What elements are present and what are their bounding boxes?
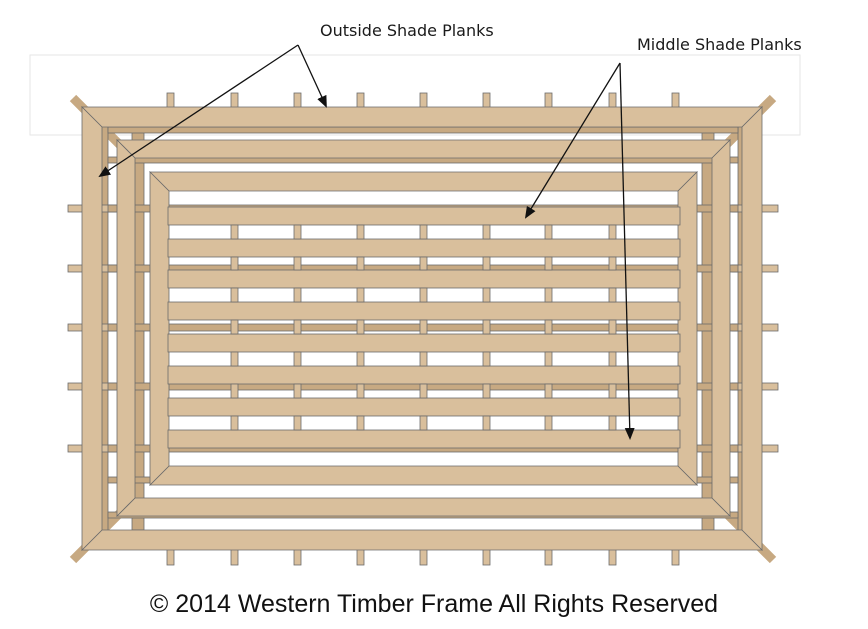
inner-frame-plank-right-plank xyxy=(677,171,698,486)
outside-plank-arrow-left xyxy=(98,44,299,178)
rafter-segment xyxy=(608,224,617,240)
middle-plank-arrow-lower xyxy=(619,62,635,440)
rafter-segment xyxy=(482,383,491,399)
rafter-segment xyxy=(293,351,302,367)
outside-shade-plank-left-plank xyxy=(81,106,103,551)
inner-frame-plank-left-plank xyxy=(149,171,170,486)
rafter-segment xyxy=(230,287,239,303)
rafter-segment xyxy=(608,415,617,431)
rafter-segment xyxy=(482,224,491,240)
rafter-segment xyxy=(608,256,617,271)
rafter-segment xyxy=(356,383,365,399)
rafter-segment xyxy=(356,224,365,240)
rafter-segment xyxy=(482,256,491,271)
inner-shade-plank-frame xyxy=(149,171,698,486)
middle-shade-plank xyxy=(167,301,681,321)
rafter-segment xyxy=(544,287,553,303)
outside-shade-plank-top-plank xyxy=(81,106,763,128)
middle-shade-planks-label: Middle Shade Planks xyxy=(637,35,802,54)
inner-frame-plank-bottom-plank xyxy=(149,465,698,486)
copyright-notice: © 2014 Western Timber Frame All Rights R… xyxy=(149,590,719,618)
rafter-segment xyxy=(608,351,617,367)
middle-shade-plank xyxy=(167,365,681,385)
outside-shade-plank-frame xyxy=(81,106,763,551)
long-rafter xyxy=(107,126,739,134)
rafter-segment xyxy=(419,319,428,335)
middle-shade-plank xyxy=(167,333,681,353)
middle-shade-plank-left-plank xyxy=(116,139,136,517)
rafter-segment xyxy=(419,415,428,431)
middle-shade-plank-frame xyxy=(116,139,731,517)
rafter-segment xyxy=(356,415,365,431)
rafter-segment xyxy=(482,287,491,303)
rafter-segment xyxy=(293,319,302,335)
rafter-segment xyxy=(482,351,491,367)
rafter-segment xyxy=(356,287,365,303)
inner-frame-plank-top-plank xyxy=(149,171,698,192)
rafter-segment xyxy=(608,319,617,335)
rafter-segment xyxy=(608,287,617,303)
middle-shade-plank xyxy=(167,269,681,289)
rafter-segment xyxy=(230,256,239,271)
rafter-segment xyxy=(482,319,491,335)
middle-plank-arrow-upper xyxy=(524,62,621,219)
rafter-segment xyxy=(293,287,302,303)
background-frame xyxy=(29,54,801,136)
rafter-segment xyxy=(419,383,428,399)
rafter-segment xyxy=(230,224,239,240)
middle-shade-plank-top-plank xyxy=(116,139,731,159)
rafter-segment xyxy=(230,319,239,335)
middle-shade-plank xyxy=(167,429,681,449)
rafter-segment xyxy=(230,415,239,431)
rafter-segment xyxy=(419,224,428,240)
outside-shade-planks-label: Outside Shade Planks xyxy=(320,21,494,40)
rafter-segment xyxy=(356,256,365,271)
rafter-segment xyxy=(293,224,302,240)
rafter-segment xyxy=(544,351,553,367)
rafter-segment xyxy=(230,383,239,399)
middle-shade-plank xyxy=(167,397,681,417)
inner-shade-planks xyxy=(167,206,681,449)
rafter-segment xyxy=(544,224,553,240)
rafter-segment xyxy=(419,256,428,271)
rafter-segment xyxy=(419,287,428,303)
rafter-segment xyxy=(230,351,239,367)
rafter-segment xyxy=(544,256,553,271)
rafter-segment xyxy=(482,415,491,431)
outside-plank-arrow-top xyxy=(297,44,327,108)
rafter-segment xyxy=(608,383,617,399)
middle-shade-plank-bottom-plank xyxy=(116,497,731,517)
rafter-segment xyxy=(544,415,553,431)
rafter-segment xyxy=(544,319,553,335)
rafter-segment xyxy=(356,351,365,367)
rafter-segment xyxy=(419,351,428,367)
rafter-segment xyxy=(293,256,302,271)
outside-shade-plank-right-plank xyxy=(741,106,763,551)
rafter-segment xyxy=(293,415,302,431)
middle-shade-plank-right-plank xyxy=(711,139,731,517)
middle-shade-plank xyxy=(167,206,681,226)
middle-shade-plank xyxy=(167,238,681,258)
callout-arrows xyxy=(98,44,635,440)
rafter-segment xyxy=(293,383,302,399)
outside-shade-plank-bottom-plank xyxy=(81,529,763,551)
rafter-segment xyxy=(356,319,365,335)
rafter-segment xyxy=(544,383,553,399)
